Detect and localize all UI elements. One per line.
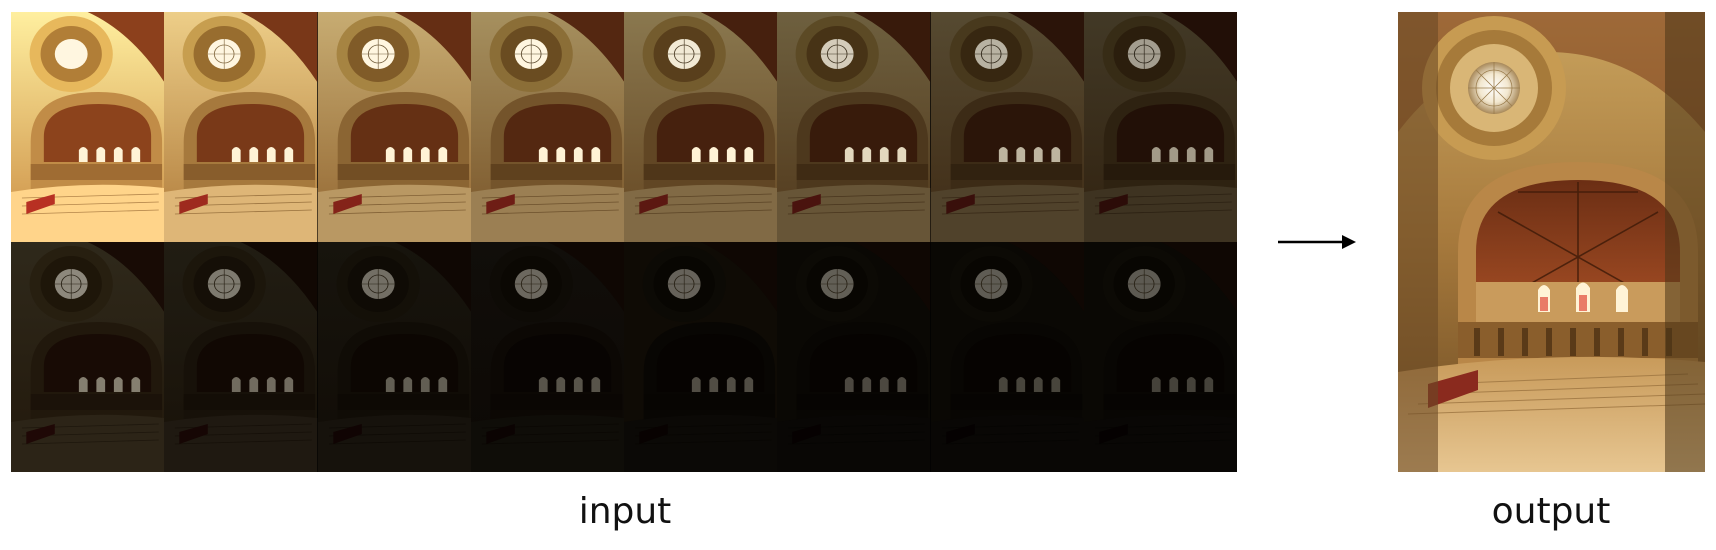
exposure-tile (777, 242, 931, 472)
exposure-tile (624, 12, 778, 242)
exposure-tile (930, 242, 1084, 472)
exposure-tile (1083, 242, 1237, 472)
exposure-tile (777, 12, 931, 242)
exposure-tile (930, 12, 1084, 242)
input-label: input (578, 491, 672, 532)
exposure-tile (317, 242, 471, 472)
input-exposure-stack (11, 12, 1237, 472)
exposure-tile (11, 12, 165, 242)
exposure-tile (624, 242, 778, 472)
exposure-tile (1083, 12, 1237, 242)
exposure-tile (317, 12, 471, 242)
output-hdr-image (1398, 12, 1705, 472)
exposure-tile (11, 242, 165, 472)
arrow-icon (1278, 235, 1356, 249)
exposure-tile (470, 12, 624, 242)
exposure-tile (164, 242, 318, 472)
exposure-tile (164, 12, 318, 242)
exposure-tile (470, 242, 624, 472)
output-label: output (1491, 491, 1611, 532)
